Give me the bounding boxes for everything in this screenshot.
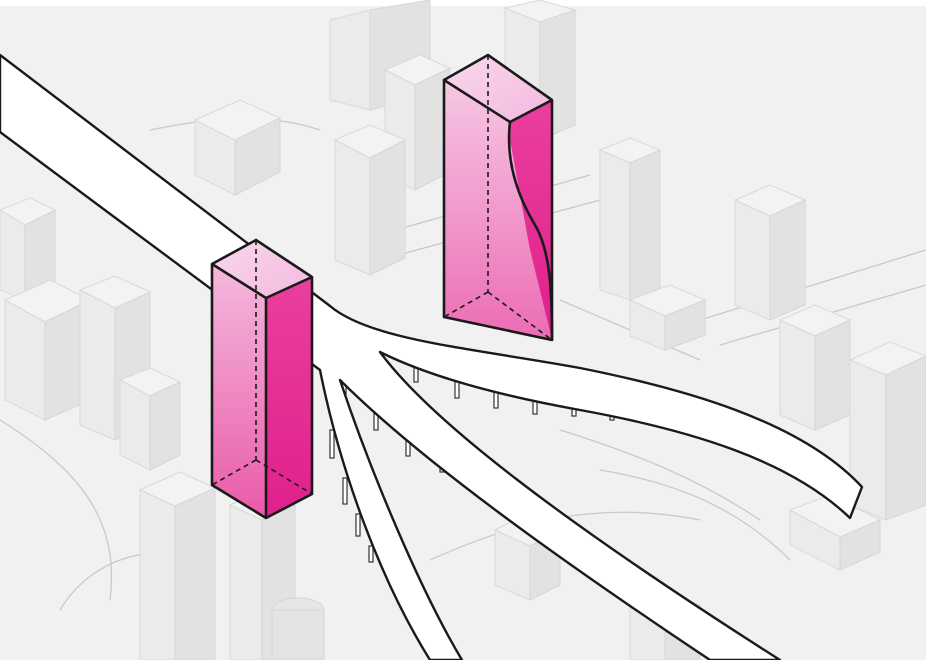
context-building <box>120 368 180 470</box>
context-building <box>335 125 405 275</box>
context-building <box>600 138 660 300</box>
context-building <box>140 472 215 660</box>
tower-side-face <box>266 277 312 518</box>
context-building <box>5 280 90 420</box>
context-building <box>735 185 805 320</box>
highlighted-tower-right <box>444 55 552 340</box>
highlighted-tower-left <box>212 240 312 518</box>
frame-top-border <box>0 0 926 6</box>
context-building <box>780 305 850 430</box>
tower-front-face <box>212 264 266 518</box>
context-building <box>272 598 324 660</box>
context-building <box>850 342 926 520</box>
